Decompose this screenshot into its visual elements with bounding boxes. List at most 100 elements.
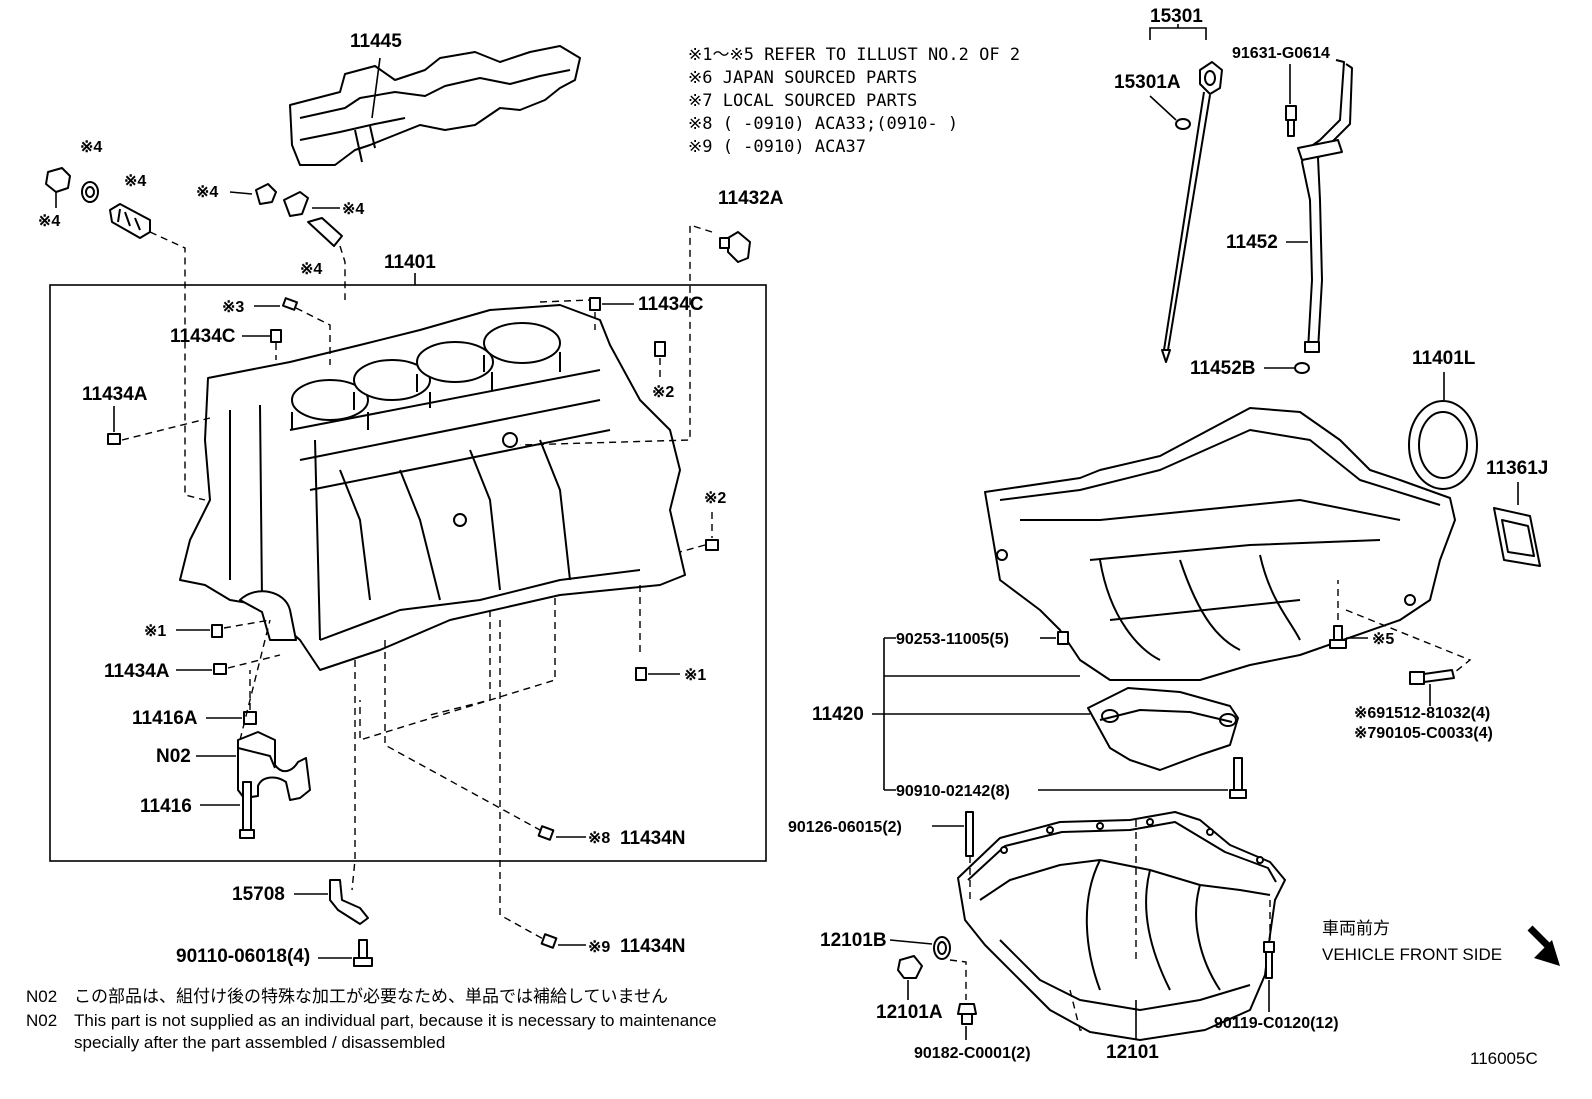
label-90182[interactable]: 90182-C0001(2) xyxy=(914,1045,1031,1062)
mark-5: ※5 xyxy=(1372,631,1394,648)
part-11401L-oil-seal[interactable] xyxy=(1408,400,1478,490)
mark-4b: ※4 xyxy=(124,173,146,190)
label-11434N-8[interactable]: 11434N xyxy=(620,828,686,849)
part-11434A-plug-bottom[interactable] xyxy=(213,663,227,675)
illustration-id: 116005C xyxy=(1470,1049,1538,1068)
part-N02-bearing-cap[interactable] xyxy=(237,731,311,801)
label-12101A[interactable]: 12101A xyxy=(876,1002,943,1023)
dowel-pin-1b[interactable] xyxy=(635,667,647,681)
footnote-jp-text: この部品は、組付け後の特殊な加工が必要なため、単品では補給していません xyxy=(74,987,668,1006)
part-11416A-pin[interactable] xyxy=(243,711,257,725)
note-5: ※9 ( -0910) ACA37 xyxy=(688,137,866,157)
footnote-jp-code: N02 xyxy=(26,987,57,1006)
label-90910[interactable]: 90910-02142(8) xyxy=(896,783,1010,800)
part-90253-pin[interactable] xyxy=(1057,631,1069,645)
part-90110-bolt[interactable] xyxy=(353,939,373,967)
part-11420-baffle[interactable] xyxy=(1087,687,1239,771)
label-11401L[interactable]: 11401L xyxy=(1412,348,1476,369)
label-11434N-9[interactable]: 11434N xyxy=(620,936,686,957)
part-11434C-plug-left[interactable] xyxy=(270,329,282,343)
label-11432A[interactable]: 11432A xyxy=(718,188,784,209)
mark-4d: ※4 xyxy=(196,184,218,201)
label-11434C-left[interactable]: 11434C xyxy=(170,326,236,347)
label-11420[interactable]: 11420 xyxy=(812,704,864,725)
footnote-en-code: N02 xyxy=(26,1011,57,1030)
label-11416[interactable]: 11416 xyxy=(140,796,192,817)
label-11416A[interactable]: 11416A xyxy=(132,708,198,729)
label-11452B[interactable]: 11452B xyxy=(1190,358,1256,379)
dowel-pin-2a[interactable] xyxy=(654,341,666,357)
label-90110[interactable]: 90110-06018(4) xyxy=(176,946,310,967)
part-11434C-plug-right[interactable] xyxy=(589,297,601,311)
label-15301A[interactable]: 15301A xyxy=(1114,72,1181,93)
label-N02[interactable]: N02 xyxy=(156,746,191,767)
part-12101-oil-pan[interactable] xyxy=(957,811,1286,1041)
note-3: ※7 LOCAL SOURCED PARTS xyxy=(688,91,917,111)
part-90182-plug[interactable] xyxy=(957,1003,977,1025)
mark-4c: ※4 xyxy=(38,213,60,230)
label-11445[interactable]: 11445 xyxy=(350,31,402,52)
part-15301-dipstick[interactable] xyxy=(1161,61,1223,363)
part-11420-stiffening-crankcase[interactable] xyxy=(984,407,1456,681)
mark-1a: ※1 xyxy=(144,623,166,640)
part-91631-bolt[interactable] xyxy=(1285,105,1297,137)
part-90119-bolt[interactable] xyxy=(1263,941,1275,979)
part-11434A-plug-top[interactable] xyxy=(107,433,121,445)
footnote-en-line1: This part is not supplied as an individu… xyxy=(74,1011,717,1030)
label-11452[interactable]: 11452 xyxy=(1226,232,1278,253)
label-91512[interactable]: ※691512-81032(4) xyxy=(1354,705,1490,722)
part-15301A-o-ring[interactable] xyxy=(1175,118,1191,130)
part-15708-bracket[interactable] xyxy=(329,879,369,925)
part-bolt-5[interactable] xyxy=(1329,625,1347,649)
mark-4e: ※4 xyxy=(342,201,364,218)
label-90126[interactable]: 90126-06015(2) xyxy=(788,819,902,836)
cylinder-block-frame xyxy=(49,284,767,862)
vehicle-front-jp: 車両前方 xyxy=(1322,919,1390,938)
label-11361J[interactable]: 11361J xyxy=(1486,458,1548,479)
label-12101[interactable]: 12101 xyxy=(1106,1042,1159,1063)
part-11432A-plug[interactable] xyxy=(719,231,751,263)
label-11434A-top[interactable]: 11434A xyxy=(82,384,148,405)
mark-8: ※8 xyxy=(588,830,610,847)
oil-pressure-switch-group[interactable] xyxy=(45,167,151,239)
part-12101B-gasket[interactable] xyxy=(933,936,951,960)
label-11434A-bottom[interactable]: 11434A xyxy=(104,661,170,682)
notes-block: ※1～※5 REFER TO ILLUST NO.2 OF 2 ※6 JAPAN… xyxy=(688,45,1020,157)
mark-4f: ※4 xyxy=(300,261,322,278)
mark-1b: ※1 xyxy=(684,667,706,684)
vehicle-front-en: VEHICLE FRONT SIDE xyxy=(1322,945,1502,964)
dowel-pin-1a[interactable] xyxy=(211,624,223,638)
knock-sensor-group[interactable] xyxy=(255,183,343,247)
part-90126-stud[interactable] xyxy=(965,811,974,857)
label-91631[interactable]: 91631-G0614 xyxy=(1232,45,1330,62)
mark-2b: ※2 xyxy=(704,490,726,507)
vehicle-front-arrow-icon xyxy=(1527,925,1560,966)
part-12101A-drain-plug[interactable] xyxy=(897,955,923,979)
mark-2a: ※2 xyxy=(652,384,674,401)
label-15708[interactable]: 15708 xyxy=(232,884,285,905)
label-90119[interactable]: 90119-C0120(12) xyxy=(1214,1015,1339,1032)
label-90253[interactable]: 90253-11005(5) xyxy=(896,631,1009,648)
mark-9: ※9 xyxy=(588,939,610,956)
label-11401[interactable]: 11401 xyxy=(384,252,436,273)
part-90910-bolt[interactable] xyxy=(1229,757,1247,799)
part-91512-bolt[interactable] xyxy=(1409,669,1455,685)
footnote-en-line2: specially after the part assembled / dis… xyxy=(74,1033,445,1052)
dowel-pin-2b[interactable] xyxy=(705,539,719,551)
mark-4a: ※4 xyxy=(80,139,102,156)
mark-3: ※3 xyxy=(222,299,244,316)
label-90105[interactable]: ※790105-C0033(4) xyxy=(1354,725,1493,742)
label-15301[interactable]: 15301 xyxy=(1150,6,1203,27)
note-4: ※8 ( -0910) ACA33;(0910- ) xyxy=(688,114,958,134)
label-11434C-right[interactable]: 11434C xyxy=(638,294,704,315)
part-11361J-cover[interactable] xyxy=(1493,507,1541,567)
part-11434N-plug-9[interactable] xyxy=(540,933,558,949)
part-11445-insulator[interactable] xyxy=(289,45,581,166)
part-11452B-o-ring[interactable] xyxy=(1294,362,1310,374)
part-11401-cylinder-block[interactable] xyxy=(179,304,686,671)
part-11434N-plug-8[interactable] xyxy=(537,825,555,841)
part-11452-gauge-guide[interactable] xyxy=(1297,59,1353,353)
part-11416-bolt[interactable] xyxy=(239,781,255,839)
label-12101B[interactable]: 12101B xyxy=(820,930,887,951)
